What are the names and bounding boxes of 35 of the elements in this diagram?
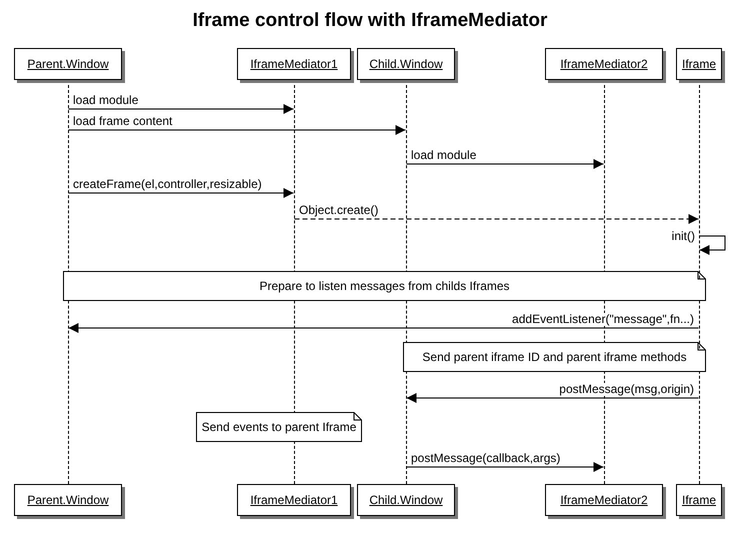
- self-message-arrow: [699, 236, 726, 255]
- edge-label: load module: [410, 149, 478, 162]
- edge-label: load frame content: [72, 115, 174, 128]
- message-arrow: [68, 323, 699, 333]
- participant-box: IframeMediator1: [237, 48, 351, 80]
- note-text: Prepare to listen messages from childs Iframes: [259, 279, 510, 293]
- note: [403, 342, 706, 372]
- participant-box: Parent.Window: [14, 484, 122, 516]
- edge-label: postMessage(msg,origin): [558, 383, 695, 396]
- participant-box: Iframe: [676, 48, 722, 80]
- note: [196, 412, 362, 442]
- participant-box: IframeMediator1: [237, 484, 351, 516]
- participant-box: IframeMediator2: [545, 48, 663, 80]
- participant-box: IframeMediator2: [545, 484, 663, 516]
- edge-label: createFrame(el,controller,resizable): [72, 178, 263, 191]
- note-text: Send events to parent Iframe: [202, 420, 356, 434]
- diagram-title: Iframe control flow with IframeMediator: [192, 10, 548, 32]
- message-arrow: [68, 125, 406, 135]
- participant-box: Parent.Window: [14, 48, 122, 80]
- message-arrow: [406, 159, 604, 169]
- message-arrow: [68, 104, 294, 114]
- message-arrow: [294, 214, 699, 224]
- edge-label: init(): [670, 230, 696, 243]
- participant-box: Iframe: [676, 484, 722, 516]
- edge-label: Object.create(): [298, 204, 380, 217]
- message-arrow: [406, 393, 699, 403]
- message-arrow: [406, 462, 604, 472]
- edge-label: addEventListener("message",fn...): [511, 313, 695, 326]
- message-arrow: [68, 188, 294, 198]
- participant-box: Child.Window: [357, 484, 455, 516]
- note-text: Send parent iframe ID and parent iframe methods: [422, 350, 687, 364]
- note: [63, 271, 706, 301]
- edge-label: load module: [72, 94, 140, 107]
- participant-box: Child.Window: [357, 48, 455, 80]
- edge-label: postMessage(callback,args): [410, 452, 562, 465]
